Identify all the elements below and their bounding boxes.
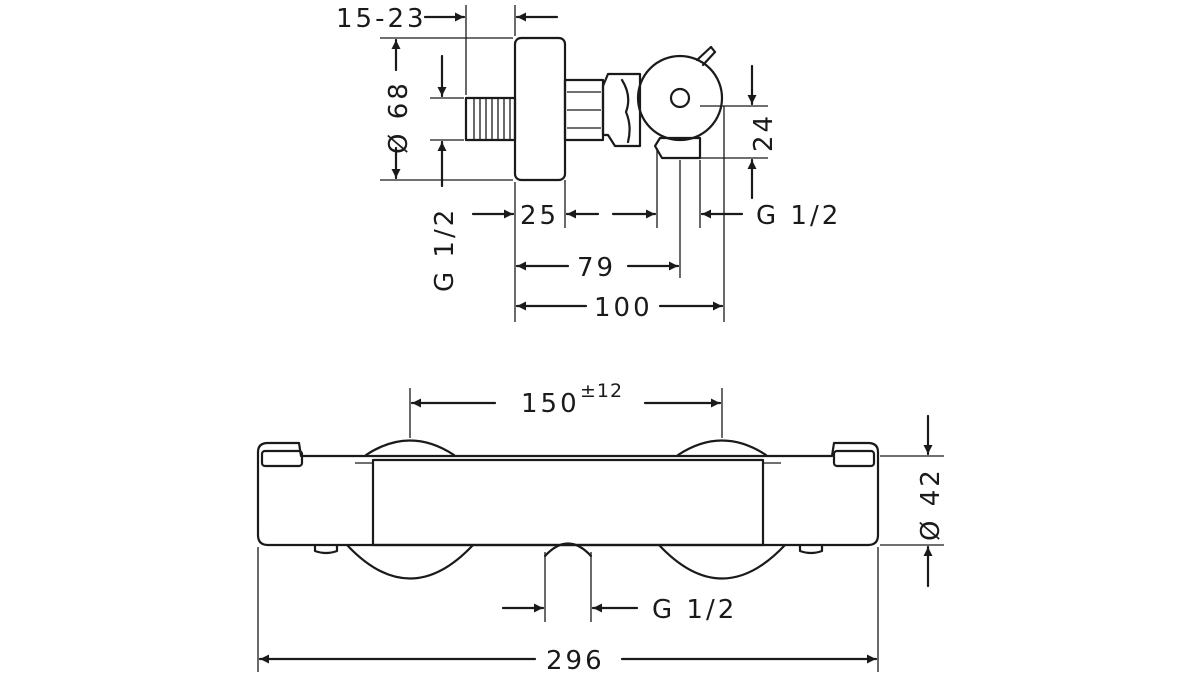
dim-g-half-bottom: G 1/2 <box>652 595 737 625</box>
dim-79: 79 <box>577 253 616 283</box>
dim-25: 25 <box>520 201 559 231</box>
dim-150: 150 <box>521 389 580 419</box>
outlet-spout <box>543 542 593 558</box>
dim-100: 100 <box>594 293 653 323</box>
center-panel <box>371 458 765 547</box>
right-cap <box>832 449 876 468</box>
left-flange <box>364 439 456 457</box>
front-view: 150 ±12 Ø 42 G 1/2 296 <box>256 380 946 675</box>
dim-diameter-68: Ø 68 <box>384 80 414 154</box>
thermostat-body <box>256 441 880 547</box>
side-view: 15-23 Ø 68 G 1/2 25 G 1/2 79 <box>336 4 841 323</box>
dim-296: 296 <box>546 646 605 675</box>
wall-flange <box>513 36 567 182</box>
dim-150-tolerance: ±12 <box>580 380 623 402</box>
dim-24: 24 <box>749 113 779 152</box>
dim-diameter-42: Ø 42 <box>916 467 946 541</box>
dim-15-23: 15-23 <box>336 4 427 34</box>
dim-g-half-left: G 1/2 <box>430 207 460 292</box>
hex-nut <box>563 78 605 142</box>
valve-body <box>601 72 702 160</box>
right-flange <box>676 439 768 457</box>
left-cap <box>260 449 304 468</box>
threaded-connector <box>464 96 517 142</box>
dim-g-half-right: G 1/2 <box>756 201 841 231</box>
control-knob <box>636 45 724 142</box>
